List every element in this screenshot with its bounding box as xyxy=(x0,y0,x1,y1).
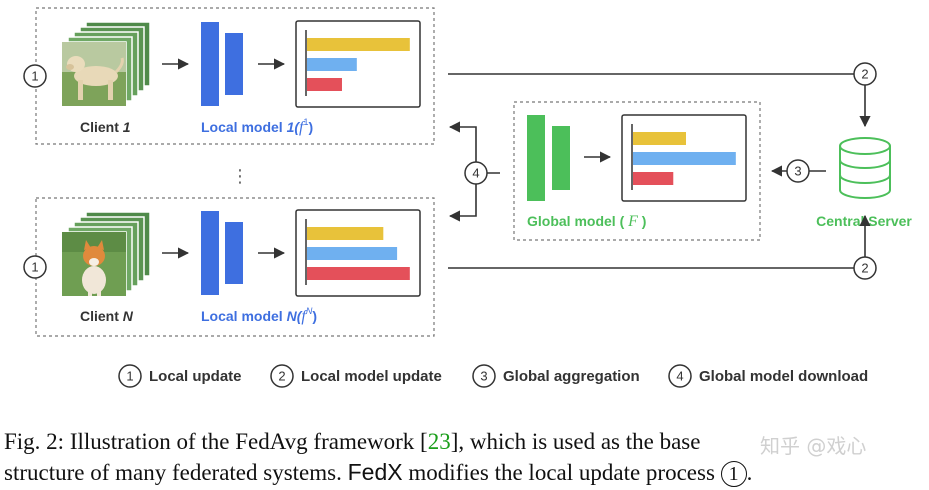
legend-item-global-aggregation: 3 Global aggregation xyxy=(472,364,640,388)
download-arrows: 4 xyxy=(448,121,500,222)
citation-link[interactable]: 23 xyxy=(427,429,451,454)
svg-text:1: 1 xyxy=(126,369,133,384)
legend-item-local-update: 1 Local update xyxy=(118,364,242,388)
client-n-label: Client N xyxy=(80,308,134,324)
figure-caption: Fig. 2: Illustration of the FedAvg frame… xyxy=(4,426,926,488)
client-1-label: Client 1 xyxy=(80,119,131,135)
local-model-n-output xyxy=(295,209,421,297)
local-model-n-output-bar-1 xyxy=(307,227,384,240)
caption-line-2: structure of many federated systems. Fed… xyxy=(4,459,753,487)
database-icon xyxy=(839,137,891,199)
global-model-output-bar-2 xyxy=(633,152,736,165)
legend-item-global-model-download: 4 Global model download xyxy=(668,364,868,388)
global-model-output xyxy=(621,114,747,202)
local-model-n-label: Local model N(fN) xyxy=(201,306,317,325)
local-model-1-output-bar-3 xyxy=(307,78,342,91)
aggregation-arrow: 3 xyxy=(770,159,826,183)
caption-line-1: Fig. 2: Illustration of the FedAvg frame… xyxy=(4,429,701,454)
local-model-1-output xyxy=(295,20,421,108)
global-model-output-bar-1 xyxy=(633,132,686,145)
svg-text:4: 4 xyxy=(472,166,479,181)
cat-photo-stack xyxy=(61,211,151,297)
local-model-1-network xyxy=(201,22,243,106)
local-model-1-output-bar-1 xyxy=(307,38,410,51)
svg-text:2: 2 xyxy=(861,67,868,82)
local-model-1-label: Local model 1(f1) xyxy=(201,117,313,136)
upload-arrow-bottom: 2 xyxy=(448,214,877,280)
svg-text:Local update: Local update xyxy=(149,368,242,385)
upload-arrow-top: 2 xyxy=(448,62,877,128)
step-1-badge: 1 xyxy=(23,64,47,88)
dog-photo-stack xyxy=(61,21,151,107)
local-model-1-output-bar-2 xyxy=(307,58,357,71)
svg-text:3: 3 xyxy=(794,164,801,179)
watermark: 知乎 @戏心 xyxy=(760,434,867,458)
clients-ellipsis: ⋮ xyxy=(231,166,249,187)
svg-text:1: 1 xyxy=(31,69,38,84)
dog-image xyxy=(62,42,126,106)
step-1-badge-n: 1 xyxy=(23,255,47,279)
svg-text:2: 2 xyxy=(861,261,868,276)
client-1-panel: 1 Client 1 xyxy=(23,7,435,145)
global-model-label: Global model ( F ) xyxy=(527,213,646,230)
global-model-panel: Global model ( F ) xyxy=(513,101,761,241)
local-model-n-network xyxy=(201,211,243,295)
svg-text:Global model download: Global model download xyxy=(699,368,868,385)
svg-text:2: 2 xyxy=(278,369,285,384)
global-model-output-bar-3 xyxy=(633,172,674,185)
svg-text:Global aggregation: Global aggregation xyxy=(503,368,640,385)
fedavg-diagram: 1 Client 1 xyxy=(23,7,912,388)
client-n-panel: 1 Client N Lo xyxy=(23,197,435,337)
global-model-network xyxy=(527,115,570,201)
svg-text:Local model update: Local model update xyxy=(301,368,442,385)
svg-text:4: 4 xyxy=(676,369,683,384)
legend-item-local-model-update: 2 Local model update xyxy=(270,364,442,388)
local-model-n-output-bar-2 xyxy=(307,247,398,260)
svg-text:3: 3 xyxy=(480,369,487,384)
cat-image xyxy=(62,232,126,296)
legend: 1 Local update 2 Local model update 3 Gl… xyxy=(118,364,868,388)
local-model-n-output-bar-3 xyxy=(307,267,410,280)
svg-text:1: 1 xyxy=(31,260,38,275)
